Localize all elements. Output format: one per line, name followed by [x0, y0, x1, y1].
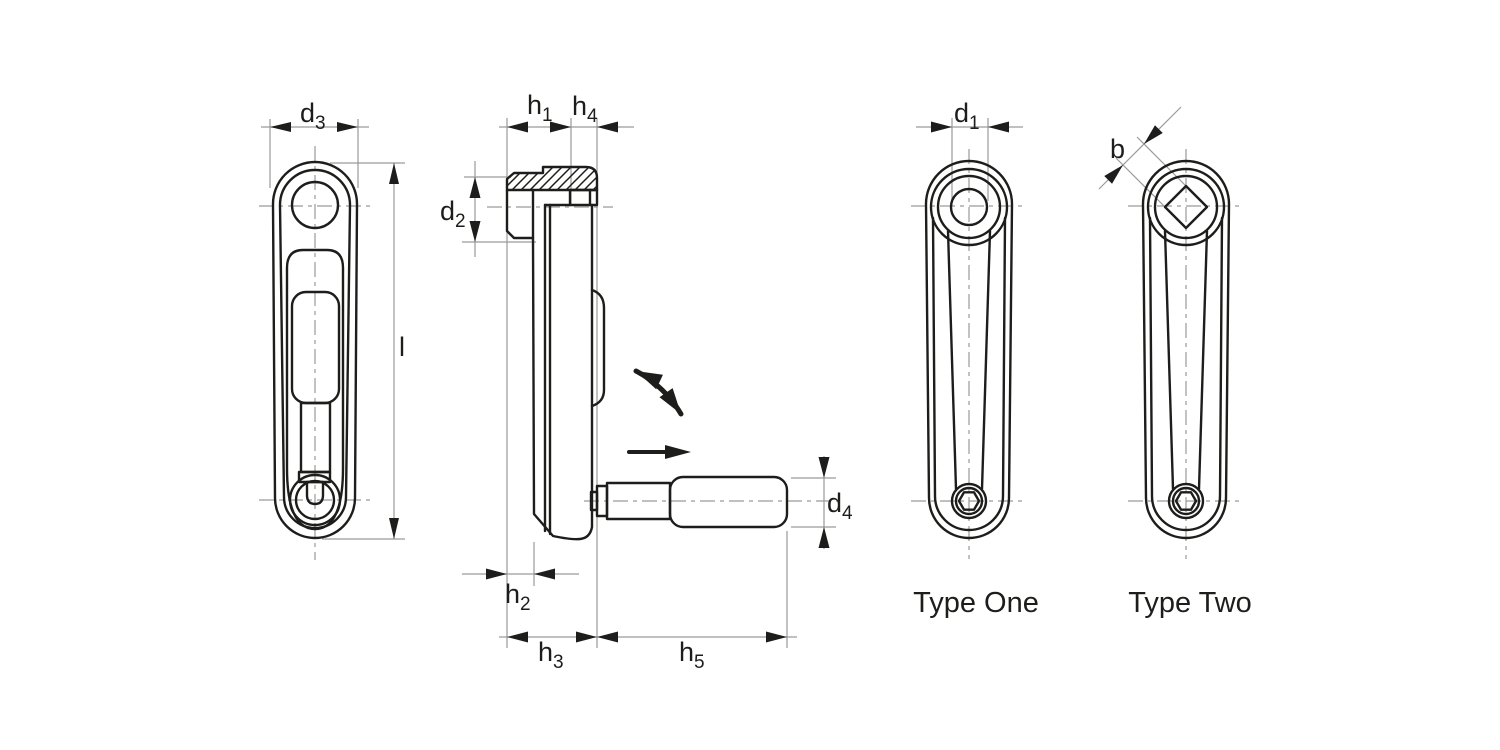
dim-arrow [576, 631, 597, 643]
dim-arrow [337, 122, 358, 132]
dim-label-h3: h3 [538, 637, 564, 673]
dim-arrow [818, 527, 830, 548]
dim-arrow [1104, 165, 1123, 184]
dim-arrow [270, 122, 291, 132]
dim-arrow [818, 457, 830, 478]
arm-recess [1163, 229, 1209, 491]
dim-arrow [988, 121, 1009, 133]
screw-head-inner [1171, 486, 1201, 516]
rotation-arrow-head [636, 371, 663, 390]
dim-label-b: b [1110, 134, 1125, 164]
pivot-ring-outer [288, 473, 342, 527]
hub-bore [290, 180, 340, 230]
screw-head-outer [950, 482, 988, 520]
dim-label-h5: h5 [679, 637, 705, 673]
section-view: h1 h4 d2 h2 h3 h5 d4 [440, 90, 853, 673]
dim-arrow [550, 121, 571, 133]
dim-arrow [766, 631, 787, 643]
dim-label-h2: h2 [505, 579, 531, 615]
round-bore [949, 187, 989, 227]
dim-label-l: l [399, 332, 405, 362]
dim-arrow [597, 121, 618, 133]
dim-arrow [486, 568, 507, 580]
dim-label-d2: d2 [440, 196, 466, 232]
screw-head-outer [1167, 482, 1205, 520]
pivot-ring-inner [294, 479, 336, 521]
square-bore [1163, 184, 1209, 230]
hex-socket [1174, 491, 1198, 511]
crank-inner-contour [278, 168, 352, 530]
fold-handle-pin [305, 480, 325, 506]
handle-grip [668, 475, 789, 529]
dim-label-h4: h4 [572, 91, 598, 127]
type-one-caption: Type One [913, 587, 1039, 619]
dim-arrow [389, 518, 399, 539]
hex-socket [957, 491, 981, 511]
type-two-caption: Type Two [1128, 587, 1252, 619]
dim-arrow [469, 221, 481, 242]
type-one-view: d1 Type One [911, 98, 1039, 619]
dim-arrow [507, 631, 528, 643]
dim-arrow [931, 121, 952, 133]
hub-boss-inner [1153, 174, 1219, 240]
hub-boss-inner [936, 174, 1002, 240]
rotation-arrow-head [659, 388, 681, 414]
hub-flange [505, 188, 535, 240]
hub-boss-outer [929, 167, 1009, 247]
dim-label-d1: d1 [954, 98, 980, 134]
dim-arrow [597, 631, 618, 643]
front-view: d3 l [259, 98, 405, 560]
crank-outer-contour [271, 160, 359, 540]
dim-label-d3: d3 [300, 98, 326, 134]
hub-cap-notch [568, 188, 599, 207]
dim-label-h1: h1 [527, 90, 553, 126]
crank-inner-contour [931, 216, 1007, 532]
hub-boss-outer [1146, 167, 1226, 247]
pull-direction-arrow-head [665, 445, 691, 459]
dim-arrow [389, 163, 399, 184]
crank-inner-contour [1148, 216, 1224, 532]
arm-recess [946, 229, 992, 491]
crank-outer-contour [924, 159, 1014, 540]
dim-label-d4: d4 [827, 488, 853, 524]
folded-handle-bump [590, 288, 606, 408]
arm-silhouette [531, 203, 594, 541]
dim-arrow [469, 177, 481, 198]
hub-cap-section [505, 165, 599, 192]
screw-head-inner [954, 486, 984, 516]
dim-arrow [534, 568, 555, 580]
dim-arrow [1144, 125, 1163, 144]
crank-outer-contour [1141, 159, 1231, 540]
type-two-view: b Type Two [1098, 106, 1252, 619]
dim-arrow [507, 121, 528, 133]
